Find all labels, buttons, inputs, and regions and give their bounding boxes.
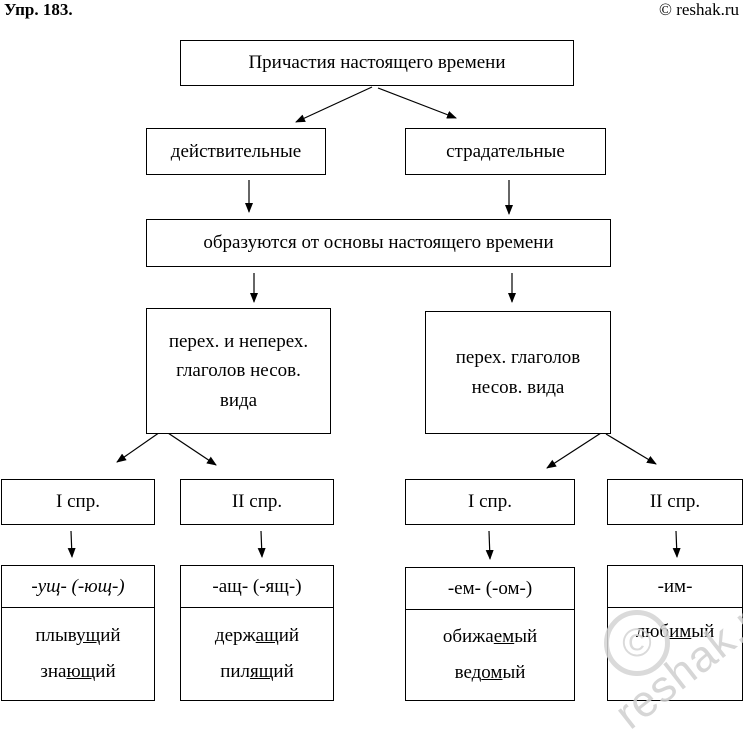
active-first-cell: -ущ- (-ющ-) плывущий знающий bbox=[1, 565, 155, 701]
active-type-label: действительные bbox=[170, 140, 302, 162]
arrow-root-active bbox=[295, 86, 373, 123]
arrow-active-first bbox=[116, 429, 164, 463]
arrow-root-passive bbox=[377, 87, 457, 119]
passive-stem-line-2: несов. вида bbox=[471, 376, 565, 398]
passive-first-conj-label: I спр. bbox=[468, 491, 512, 513]
arrow-passive-first-suffix bbox=[485, 530, 494, 560]
suffix-underline: ющ bbox=[66, 661, 96, 682]
copyright-label: © reshak.ru bbox=[659, 0, 739, 19]
example-word: пилящий bbox=[220, 661, 294, 682]
arrow-passive-second-suffix bbox=[672, 530, 681, 558]
formation-label: образуются от основы настоящего времени bbox=[203, 232, 554, 254]
passive-stem-box: перех. глаголов несов. вида bbox=[425, 311, 611, 434]
formation-box: образуются от основы настоящего времени bbox=[146, 219, 611, 267]
active-first-conj-label: I спр. bbox=[56, 491, 100, 513]
suffix-underline: ящ bbox=[250, 661, 274, 682]
active-second-conj-label: II спр. bbox=[231, 491, 283, 513]
passive-type-label: страдательные bbox=[446, 140, 565, 162]
passive-second-conj-label: II спр. bbox=[649, 491, 701, 513]
example-word: знающий bbox=[40, 661, 116, 682]
active-second-examples: держащий пилящий bbox=[181, 608, 333, 700]
active-second-suffix: -ащ- (-ящ-) bbox=[181, 566, 333, 608]
suffix-underline: ущ bbox=[76, 624, 101, 646]
exercise-number: Упр. 183. bbox=[4, 0, 73, 19]
active-first-suffix: -ущ- (-ющ-) bbox=[2, 566, 154, 608]
passive-second-suffix: -им- bbox=[608, 566, 742, 608]
copyright-watermark-icon: © bbox=[604, 610, 670, 676]
passive-first-suffix: -ем- (-ом-) bbox=[406, 568, 574, 610]
active-first-conj-box: I спр. bbox=[1, 479, 155, 525]
example-word: плывущий bbox=[35, 624, 121, 646]
active-stem-line-2: глаголов несов. bbox=[176, 360, 301, 382]
root-box: Причастия настоящего времени bbox=[180, 40, 574, 86]
suffix-underline: ом bbox=[481, 662, 503, 683]
arrow-passive-second bbox=[605, 433, 657, 465]
passive-first-examples: обижаемый ведомый bbox=[406, 610, 574, 700]
arrow-active-second bbox=[164, 430, 217, 466]
connector-arrows bbox=[67, 86, 681, 560]
active-stem-box: перех. и неперех. глаголов несов. вида bbox=[146, 308, 331, 434]
active-stem-line-1: перех. и неперех. bbox=[168, 330, 309, 352]
active-first-examples: плывущий знающий bbox=[2, 608, 154, 700]
example-word: ведомый bbox=[454, 662, 526, 683]
passive-first-cell: -ем- (-ом-) обижаемый ведомый bbox=[405, 567, 575, 701]
suffix-underline: ем bbox=[493, 625, 515, 647]
passive-second-conj-box: II спр. bbox=[607, 479, 743, 525]
active-second-cell: -ащ- (-ящ-) держащий пилящий bbox=[180, 565, 334, 701]
passive-type-box: страдательные bbox=[405, 128, 606, 175]
arrow-active-first-suffix bbox=[67, 530, 76, 558]
passive-first-conj-box: I спр. bbox=[405, 479, 575, 525]
active-second-conj-box: II спр. bbox=[180, 479, 334, 525]
root-label: Причастия настоящего времени bbox=[248, 52, 506, 74]
arrow-passive-first bbox=[546, 432, 602, 469]
suffix-underline: им bbox=[669, 621, 692, 642]
example-word: обижаемый bbox=[442, 625, 538, 647]
active-type-box: действительные bbox=[146, 128, 326, 175]
example-word: держащий bbox=[214, 624, 300, 646]
active-stem-line-3: вида bbox=[219, 389, 258, 411]
arrow-active-second-suffix bbox=[257, 530, 266, 558]
suffix-underline: ащ bbox=[255, 624, 279, 646]
passive-stem-line-1: перех. глаголов bbox=[455, 347, 581, 369]
